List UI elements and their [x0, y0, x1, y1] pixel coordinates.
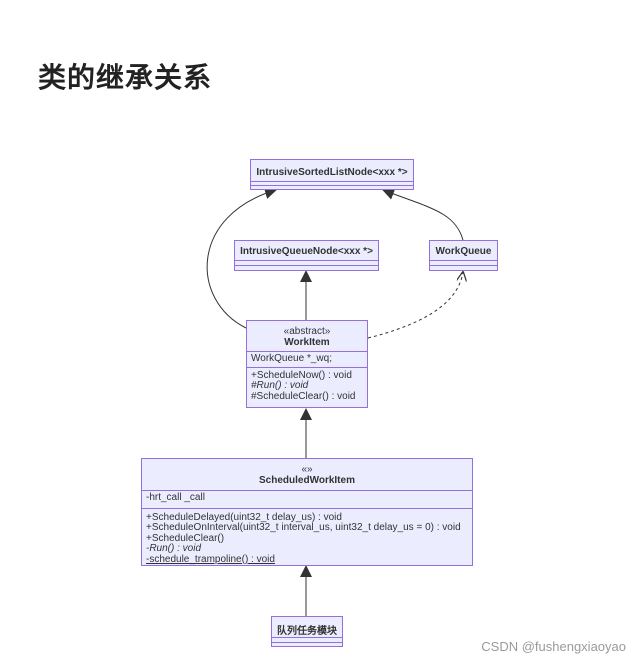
method-row: +ScheduleOnInterval(uint32_t interval_us…: [146, 522, 461, 533]
attributes-section: WorkQueue *_wq;: [247, 351, 367, 367]
class-name: IntrusiveQueueNode<xxx *>: [240, 246, 373, 257]
class-intrusive-sorted-list-node: IntrusiveSortedListNode<xxx *>: [250, 159, 414, 190]
class-name: ScheduledWorkItem: [259, 475, 355, 486]
method-row: #ScheduleClear() : void: [251, 390, 356, 402]
watermark: CSDN @fushengxiaoyao: [481, 639, 626, 654]
class-intrusive-queue-node: IntrusiveQueueNode<xxx *>: [234, 240, 379, 271]
class-name: WorkItem: [284, 337, 330, 348]
methods-section: +ScheduleDelayed(uint32_t delay_us) : vo…: [142, 507, 472, 568]
class-workqueue: WorkQueue: [429, 240, 498, 271]
method-row: -Run() : void: [146, 543, 202, 554]
method-row: +ScheduleClear(): [146, 532, 225, 544]
method-row: #Run() : void: [251, 380, 309, 391]
class-name: IntrusiveSortedListNode<xxx *>: [256, 167, 408, 178]
attribute-row: WorkQueue *_wq;: [251, 353, 332, 364]
class-name: WorkQueue: [435, 246, 492, 257]
attributes-section: -hrt_call _call: [142, 490, 472, 508]
attribute-row: -hrt_call _call: [146, 492, 205, 503]
method-row: +ScheduleDelayed(uint32_t delay_us) : vo…: [146, 511, 342, 523]
class-stereotype: «abstract»: [283, 326, 331, 337]
page-title: 类的继承关系: [38, 61, 213, 94]
inherit-workitem-to-sorted: [206, 187, 277, 329]
method-row: -schedule_trampoline() : void: [146, 553, 275, 565]
class-scheduled-work-item: «» ScheduledWorkItem -hrt_call _call +Sc…: [141, 458, 473, 566]
class-name: 队列任务模块: [277, 626, 337, 637]
class-module: 队列任务模块: [271, 616, 343, 647]
method-row: +ScheduleNow() : void: [251, 369, 352, 381]
class-stereotype: «»: [301, 464, 313, 475]
dependency-workitem-to-workqueue: [367, 272, 463, 339]
class-workitem: «abstract» WorkItem WorkQueue *_wq; +Sch…: [246, 320, 368, 408]
methods-section: +ScheduleNow() : void #Run() : void #Sch…: [247, 366, 367, 405]
inherit-workqueue-to-sorted: [382, 188, 464, 241]
